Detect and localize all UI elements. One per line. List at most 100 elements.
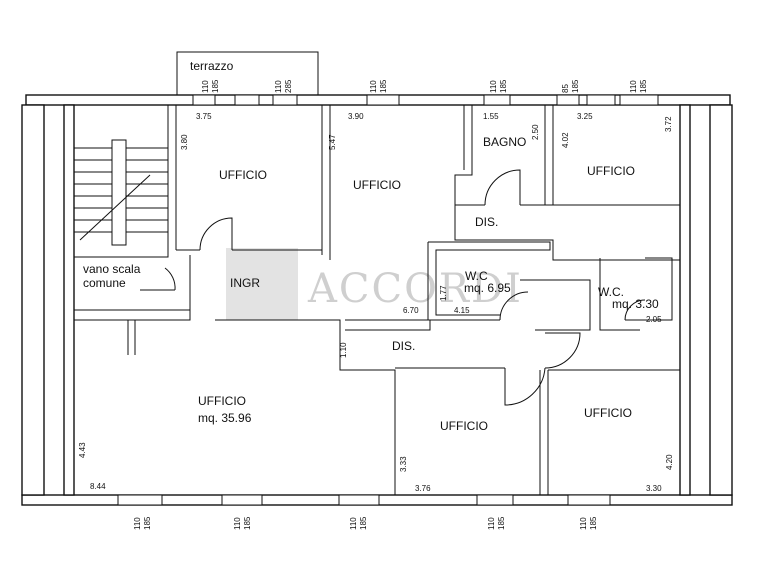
pillar [127,320,136,355]
door-wc2 [624,299,646,321]
stair-left-wall [63,104,75,496]
window-dimension: 110 [201,80,210,93]
stair-arrow-line [79,174,151,241]
window [234,94,260,106]
window [117,494,163,506]
window-dimensions-bottom: 110 185 110 185 110 185 110 185 110 185 [133,516,598,530]
ufficio-label: UFFICIO [584,406,632,420]
window-dimension: 185 [379,79,388,93]
dimension-label: 5.47 [328,134,337,150]
dimension-label: 3.33 [399,456,408,472]
dimension-label: 8.44 [90,482,106,491]
stair-box [73,104,169,258]
dimension-label: 1.55 [483,112,499,121]
ingr-label: INGR [230,276,260,290]
window-dimension: 110 [629,80,638,93]
dimension-labels: 3.75 3.90 1.55 3.25 3.80 5.47 2.50 4.02 … [78,112,674,493]
ufficio-label: UFFICIO [587,164,635,178]
stair-door-swing [140,267,176,291]
dimension-label: 3.76 [415,484,431,493]
window-dimension: 110 [487,517,496,530]
wc2-label: W.C. [598,285,624,299]
window-dimension: 185 [571,79,580,93]
wc-label: W.C [465,269,488,283]
window [366,94,400,106]
terrazzo-label: terrazzo [190,59,234,73]
ingr-walls [74,230,396,495]
window [567,494,611,506]
window [483,94,511,106]
dimension-label: 4.15 [454,306,470,315]
window [192,94,216,106]
bagno-label: BAGNO [483,135,526,149]
window [272,94,298,106]
window [556,94,580,106]
terrace: terrazzo [176,51,319,96]
watermark-text: ACCORDI [307,266,523,312]
ufficio-label: UFFICIO [440,419,488,433]
window [221,494,263,506]
watermark: ACCORDI [226,248,523,320]
window-dimension: 110 [369,80,378,93]
dimension-label: 6.70 [403,306,419,315]
dis-label: DIS. [475,215,498,229]
window-dimension: 185 [497,516,506,530]
left-wall [21,104,45,496]
ufficio-label: UFFICIO [353,178,401,192]
door-wc [499,291,529,321]
window-dimension: 185 [211,79,220,93]
stair-core [111,139,127,246]
ufficio1-walls [167,105,331,255]
dimension-label: 2.05 [646,315,662,324]
ufficio-label: UFFICIO [219,168,267,182]
dimension-label: 3.72 [664,116,673,132]
dimension-label: 4.20 [665,454,674,470]
window-dimension: 185 [589,516,598,530]
door-bagno [484,169,521,206]
window-dimension: 110 [133,517,142,530]
door-ufficio1 [199,217,233,251]
office-walls [394,367,680,495]
right-inner-wall [679,104,691,496]
window-dimension: 85 [561,84,570,93]
door-ufficio-right [544,332,581,369]
dimension-label: 3.90 [348,112,364,121]
window-dimension: 110 [274,80,283,93]
wc2-area: mq. 3.30 [612,297,659,311]
ufficio-label: UFFICIO [198,394,246,408]
stair-treads [74,147,168,233]
window [338,494,380,506]
bagno-walls [454,105,546,206]
dimension-label: 3.25 [577,112,593,121]
dimension-label: 3.30 [646,484,662,493]
ufficio-area: mq. 35.96 [198,411,252,425]
window-dimension: 285 [284,79,293,93]
wc-area: mq. 6.95 [464,281,511,295]
wc2-walls [599,257,673,331]
dis-walls [454,105,680,261]
interior-walls [74,105,680,495]
door-ufficio-center [504,367,546,406]
window-dimension: 110 [579,517,588,530]
dimension-label: 1.10 [339,342,348,358]
window-dimension: 185 [639,79,648,93]
dis-label: DIS. [392,339,415,353]
window [619,94,659,106]
dimension-label: 4.43 [78,442,87,458]
dimension-label: 1.77 [439,285,448,301]
window-dimensions-top: 110 185 110 285 110 185 110 185 85 185 1… [201,79,648,93]
window-dimension: 185 [243,516,252,530]
dimension-label: 3.75 [196,112,212,121]
window [476,494,514,506]
watermark-logo [226,248,298,320]
dimension-label: 3.80 [180,134,189,150]
comune-label: comune [83,276,126,290]
stairwell: vano scala comune [73,104,176,291]
windows [117,94,659,506]
doors [199,169,646,406]
window-dimension: 110 [349,517,358,530]
window [586,94,616,106]
vano-scala-label: vano scala [83,262,141,276]
window-dimension: 185 [499,79,508,93]
